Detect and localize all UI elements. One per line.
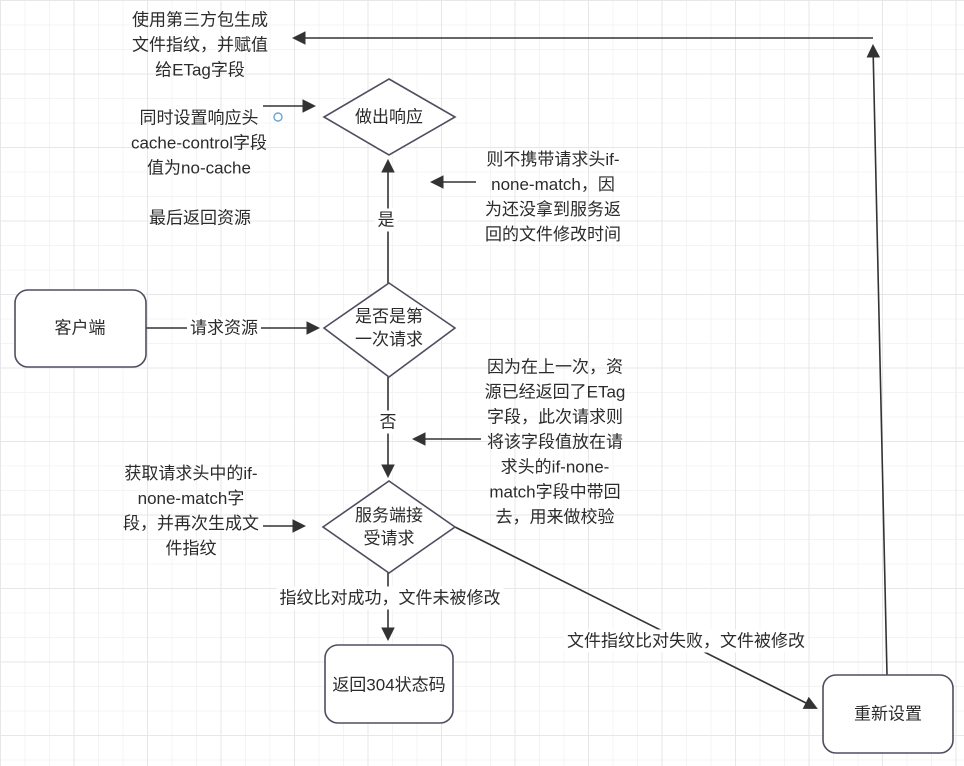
annotation-no-if-none-match: 则不携带请求头if- none-match，因 为还没拿到服务返 回的文件修改时… xyxy=(485,150,621,244)
return-304-node-shape[interactable] xyxy=(324,644,454,724)
edge-reset-to-top-corner xyxy=(866,43,888,676)
reset-node-label: 重新设置 xyxy=(854,704,922,724)
reset-node-shape[interactable] xyxy=(822,674,954,754)
first-request-diamond-label: 是否是第 一次请求 xyxy=(355,307,423,349)
annotation-carry-etag: 因为在上一次，资 源已经返回了ETag 字段，此次请求则 将该字段值放在请 求头… xyxy=(484,357,626,527)
annotation-etag-generate: 使用第三方包生成 文件指纹，并赋值 给ETag字段 xyxy=(132,10,268,80)
edge-label-yes: 是 xyxy=(374,208,398,232)
edge-label-no: 否 xyxy=(376,410,400,434)
annotation-get-if-none-match: 获取请求头中的if- none-match字 段，并再次生成文 件指纹 xyxy=(123,464,259,558)
respond-diamond-shape[interactable] xyxy=(322,78,457,156)
edge-label-match-fail: 文件指纹比对失败，文件被修改 xyxy=(564,629,808,653)
connection-point-dot[interactable] xyxy=(273,112,283,122)
edge-label-match-success: 指纹比对成功，文件未被修改 xyxy=(276,586,504,610)
edge-server-to-reset xyxy=(454,526,818,709)
server-accept-diamond-shape[interactable] xyxy=(321,480,457,574)
annotation-cache-control: 同时设置响应头 cache-control字段 值为no-cache xyxy=(130,108,268,178)
client-node-label: 客户端 xyxy=(54,318,106,338)
first-request-diamond-shape[interactable] xyxy=(322,282,457,378)
annotation-return-resource: 最后返回资源 xyxy=(149,208,251,228)
return-304-node-label: 返回304状态码 xyxy=(332,675,446,695)
edge-label-request-resource: 请求资源 xyxy=(187,316,261,340)
client-node-shape[interactable] xyxy=(14,289,147,368)
respond-diamond-label: 做出响应 xyxy=(355,107,423,127)
server-accept-diamond-label: 服务端接 受请求 xyxy=(355,506,423,548)
